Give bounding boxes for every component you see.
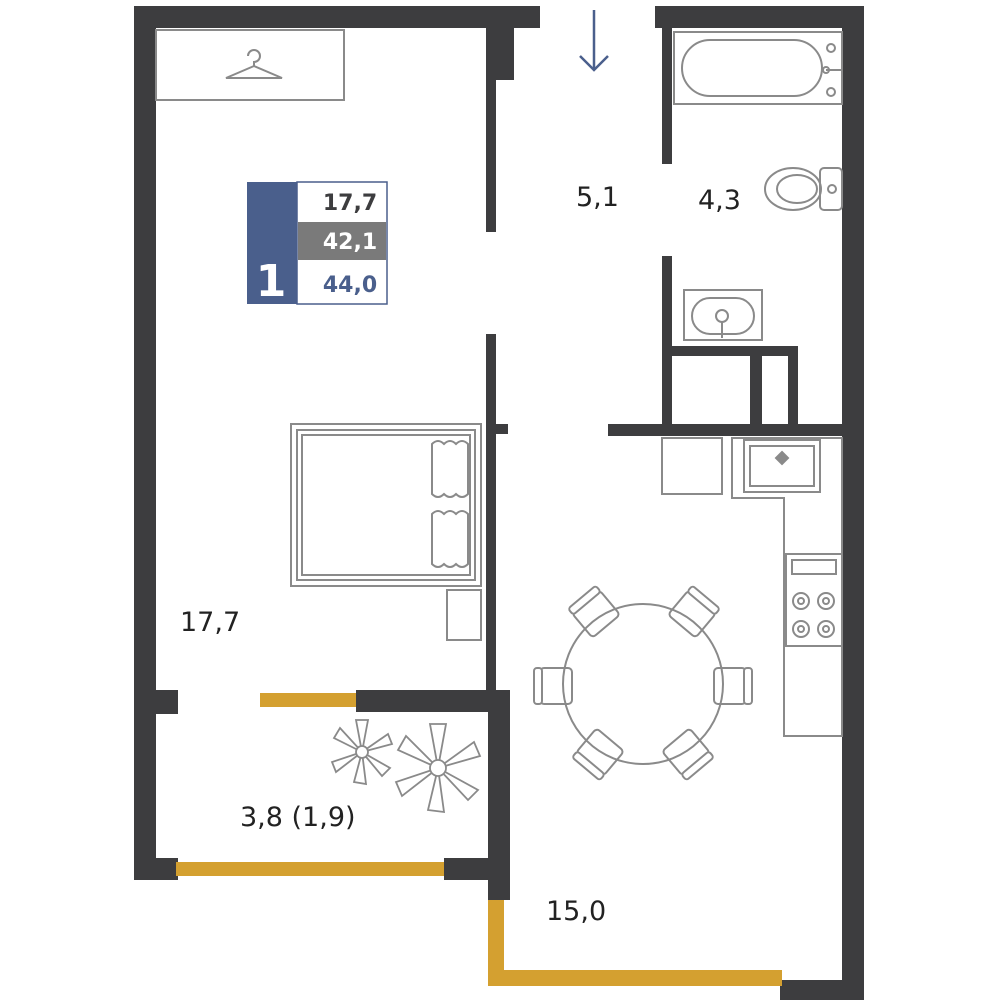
summary-card: 1 17,7 42,1 44,0 [247,181,388,307]
dining-table-icon [533,585,753,781]
entrance-arrow-icon [579,10,609,72]
bed-icon [290,423,482,641]
total-area-balcony-value: 44,0 [323,273,377,298]
hallway-area-label: 5,1 [576,182,619,213]
hanger-icon [225,49,283,79]
bathroom-area-label: 4,3 [698,185,741,216]
walls [134,6,864,1000]
balcony-area-label: 3,8 (1,9) [240,802,356,833]
wardrobe [155,29,345,101]
rooms-count-badge [247,182,297,304]
total-area-value: 42,1 [323,230,377,255]
bathtub-icon [673,31,843,105]
sink-icon [683,289,763,341]
stove-icon [785,553,843,647]
plant-icon [330,719,482,814]
rooms-count: 1 [256,256,287,307]
bedroom-area-label: 17,7 [180,607,240,638]
toilet-icon [764,167,843,211]
living-area-value: 17,7 [323,191,377,216]
windows [176,693,782,986]
kitchen-counter [661,437,843,737]
kitchen-living-area-label: 15,0 [546,896,606,927]
